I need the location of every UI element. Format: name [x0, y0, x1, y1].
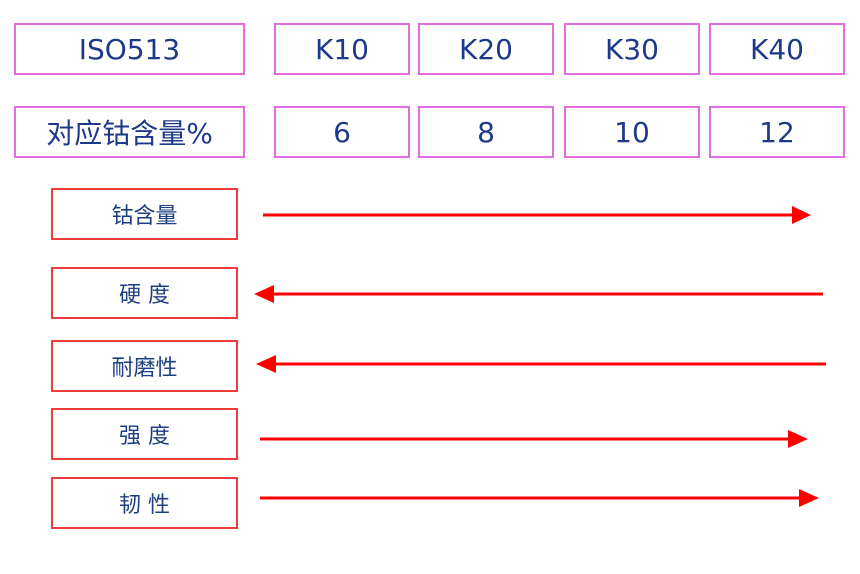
property-strength: 强 度 [51, 408, 238, 460]
arrow-toughness [260, 489, 819, 507]
grade-k40-cell: K40 [709, 23, 845, 75]
cobalt-value-k20-cell: 8 [418, 106, 554, 158]
cobalt-content-label-cell: 对应钴含量% [14, 106, 245, 158]
property-toughness: 韧 性 [51, 477, 238, 529]
cobalt-value-k30-cell: 10 [564, 106, 700, 158]
grade-k10-cell: K10 [274, 23, 410, 75]
grade-k20-cell: K20 [418, 23, 554, 75]
arrow-wear-resistance [256, 355, 826, 373]
arrow-cobalt-content [263, 206, 811, 224]
property-wear-resistance: 耐磨性 [51, 340, 238, 392]
cobalt-value-k10-cell: 6 [274, 106, 410, 158]
property-hardness: 硬 度 [51, 267, 238, 319]
arrow-strength [260, 430, 808, 448]
iso513-header-cell: ISO513 [14, 23, 245, 75]
grade-k30-cell: K30 [564, 23, 700, 75]
cobalt-value-k40-cell: 12 [709, 106, 845, 158]
arrow-hardness [254, 285, 823, 303]
property-cobalt-content: 钴含量 [51, 188, 238, 240]
